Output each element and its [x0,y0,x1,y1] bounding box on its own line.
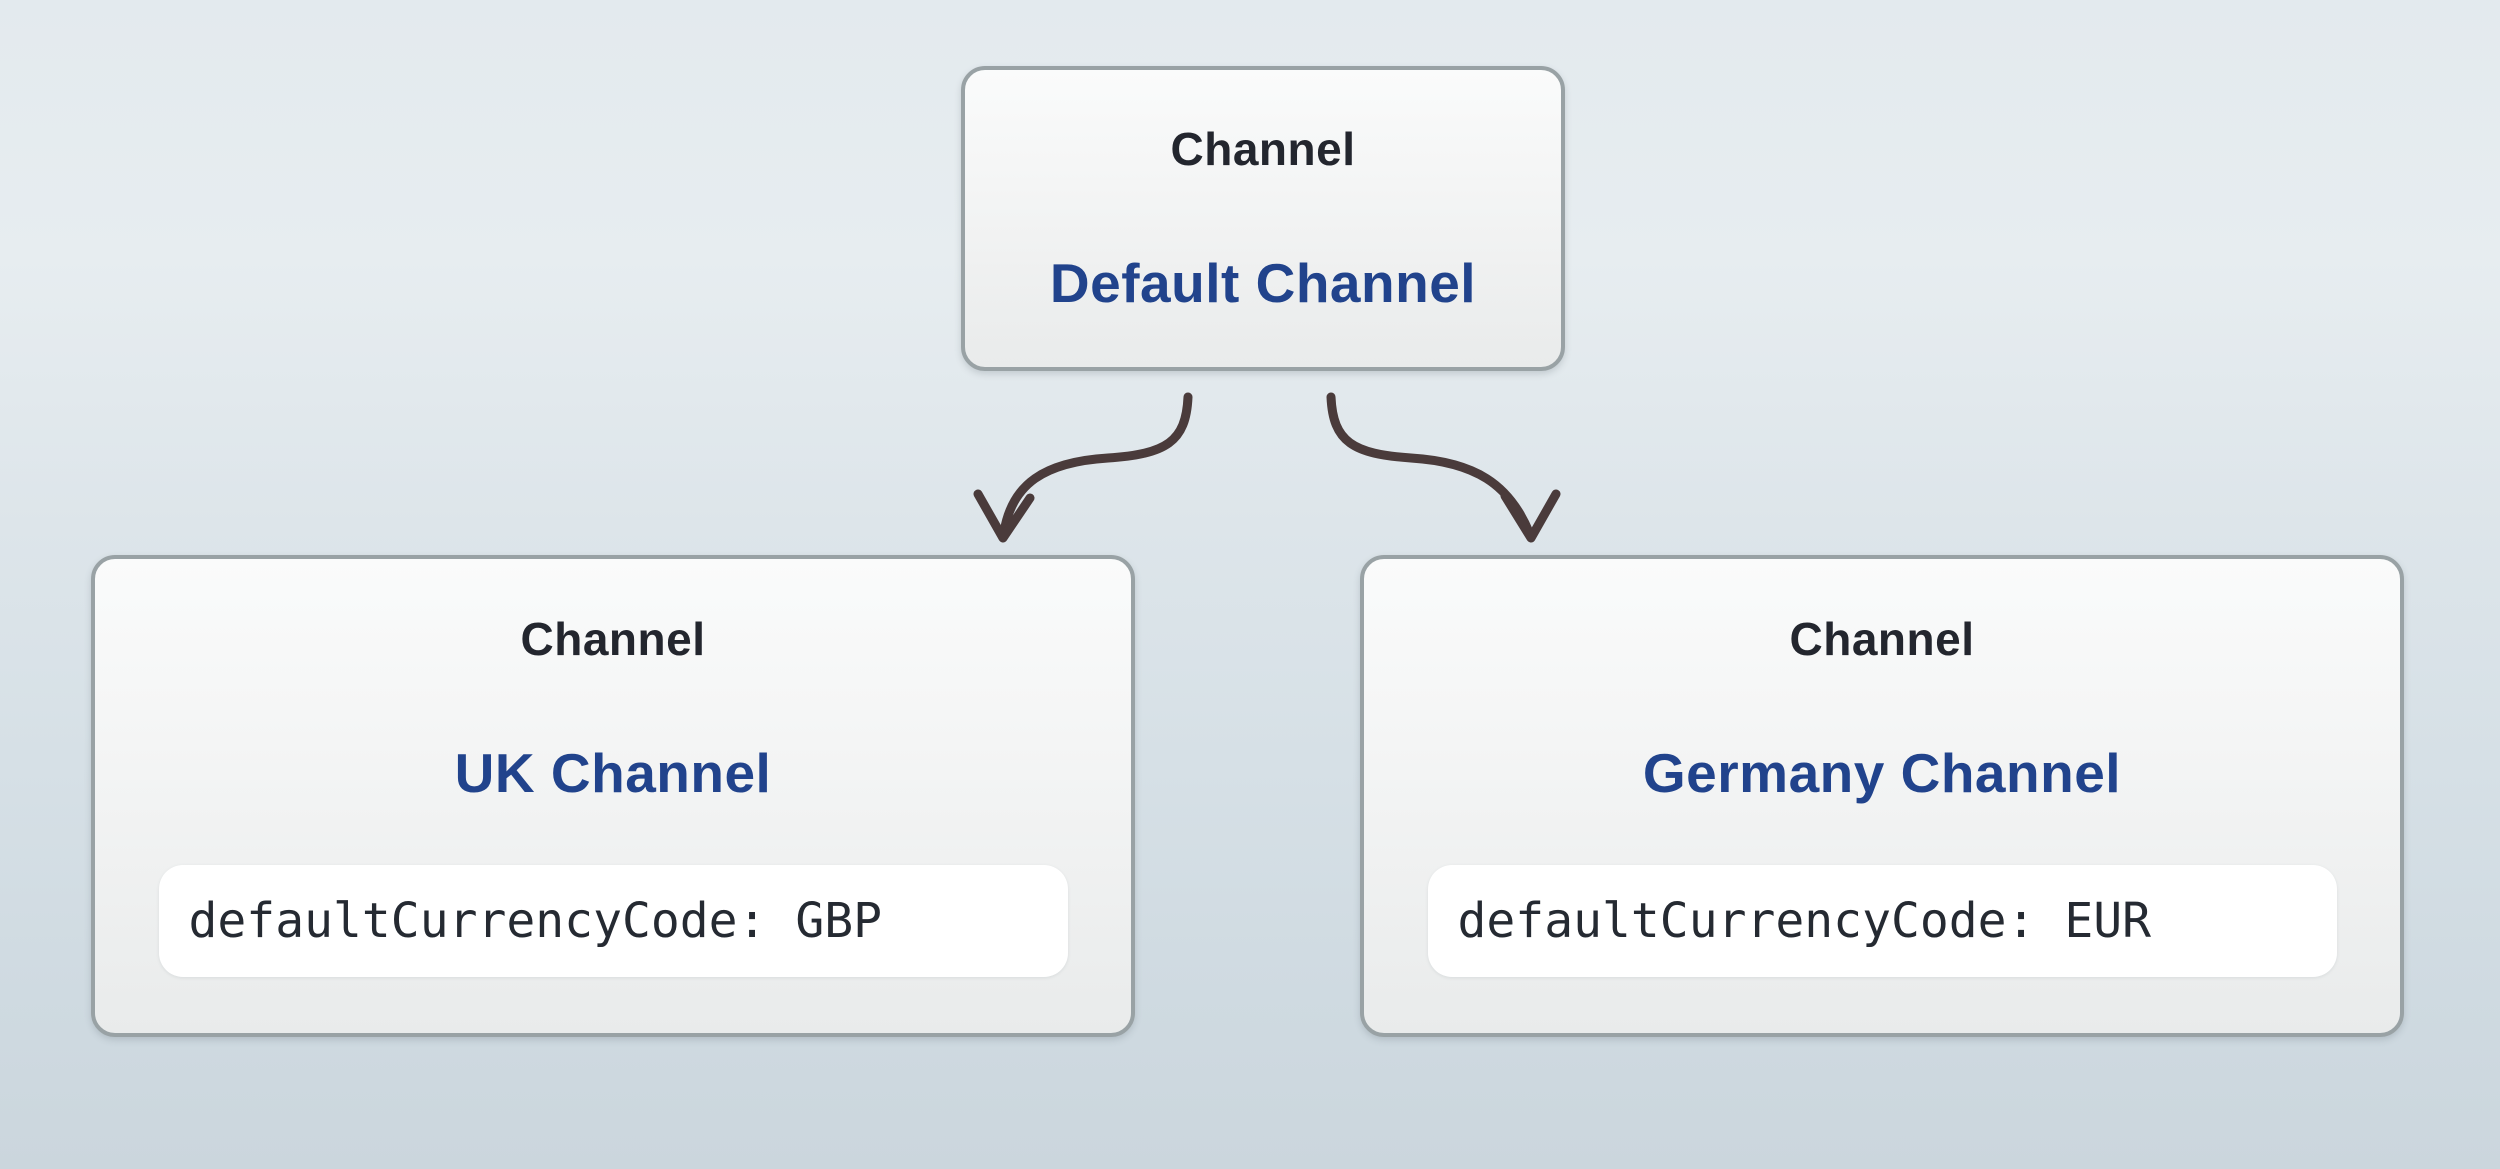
arrow-right-to-germany [1326,392,1534,537]
currency-code-text: defaultCurrencyCode: EUR [1457,892,2152,949]
arrow-left-to-uk [999,392,1193,537]
currency-code-pill: defaultCurrencyCode: GBP [158,864,1068,977]
node-name-label: Germany Channel [1642,741,2122,804]
node-type-label: Channel [520,612,706,665]
channel-node-germany: Channel Germany Channel defaultCurrencyC… [1360,555,2404,1037]
currency-code-pill: defaultCurrencyCode: EUR [1427,864,2337,977]
node-name-label: Default Channel [1049,252,1477,314]
node-type-label: Channel [1789,612,1975,665]
channel-node-uk: Channel UK Channel defaultCurrencyCode: … [91,555,1135,1037]
channel-node-default: Channel Default Channel [961,66,1565,371]
node-name-label: UK Channel [454,741,772,804]
currency-code-text: defaultCurrencyCode: GBP [188,892,883,949]
arrow-group [973,392,1561,543]
arrow-left-head-icon [973,489,1035,543]
arrow-right-head-icon [1500,489,1561,543]
node-type-label: Channel [1170,123,1356,175]
